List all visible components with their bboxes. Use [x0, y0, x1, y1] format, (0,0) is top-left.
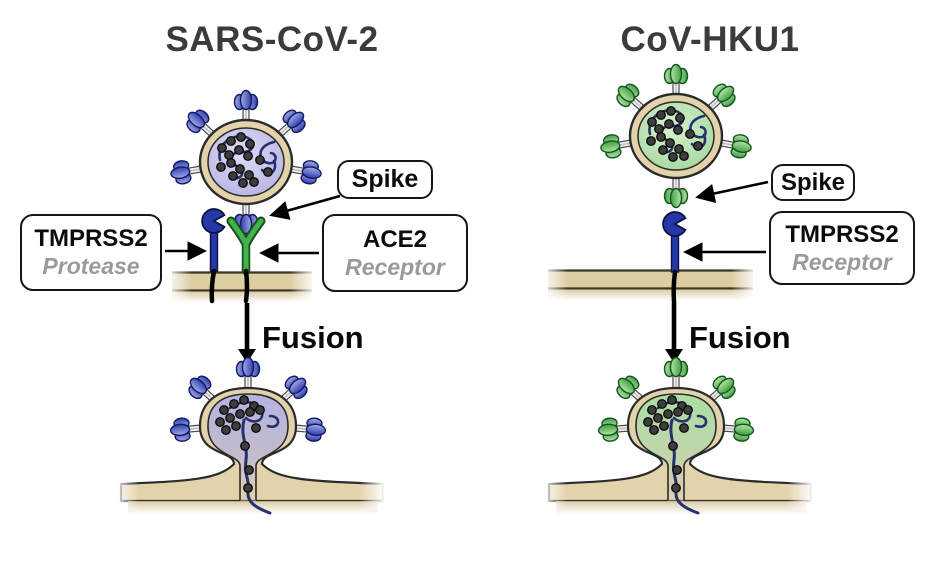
hku1-cell-membrane	[542, 264, 757, 306]
sars-spike-arrow	[269, 194, 341, 220]
sars-protease-label: TMPRSS2 Protease	[20, 214, 162, 291]
sars-spike-label-text: Spike	[351, 165, 419, 193]
tmprss2-protease-icon	[201, 208, 226, 304]
hku1-virion	[598, 63, 754, 209]
hku1-fused-virion	[541, 356, 813, 515]
hku1-fusion-label: Fusion	[689, 320, 791, 355]
hku1-panel	[541, 63, 813, 515]
hku1-receptor-role: Receptor	[792, 248, 892, 275]
sars-panel	[113, 89, 385, 515]
sars-receptor-name: ACE2	[362, 225, 428, 253]
sars-fusion-label: Fusion	[262, 320, 364, 355]
hku1-spike-arrow	[695, 180, 769, 204]
tmprss2-receptor-icon	[662, 211, 687, 305]
hku1-spike-label: Spike	[771, 164, 855, 201]
sars-fusion-arrow	[238, 303, 256, 363]
sars-spike-label: Spike	[337, 160, 433, 199]
ace2-receptor-icon	[226, 216, 266, 304]
hku1-panel-title: CoV-HKU1	[620, 20, 800, 59]
hku1-spike-label-text: Spike	[780, 168, 846, 196]
sars-panel-title: SARS-CoV-2	[165, 20, 379, 59]
sars-fused-virion	[113, 356, 385, 515]
sars-receptor-label: ACE2 Receptor	[322, 214, 468, 292]
hku1-receptor-name: TMPRSS2	[785, 220, 899, 248]
hku1-receptor-label: TMPRSS2 Receptor	[769, 211, 915, 285]
sars-receptor-role: Receptor	[345, 253, 445, 280]
sars-virion	[168, 89, 324, 235]
hku1-fusion-arrow	[665, 303, 683, 363]
sars-protease-name: TMPRSS2	[34, 225, 148, 253]
sars-protease-role: Protease	[42, 253, 140, 280]
sars-cell-membrane	[166, 266, 316, 308]
